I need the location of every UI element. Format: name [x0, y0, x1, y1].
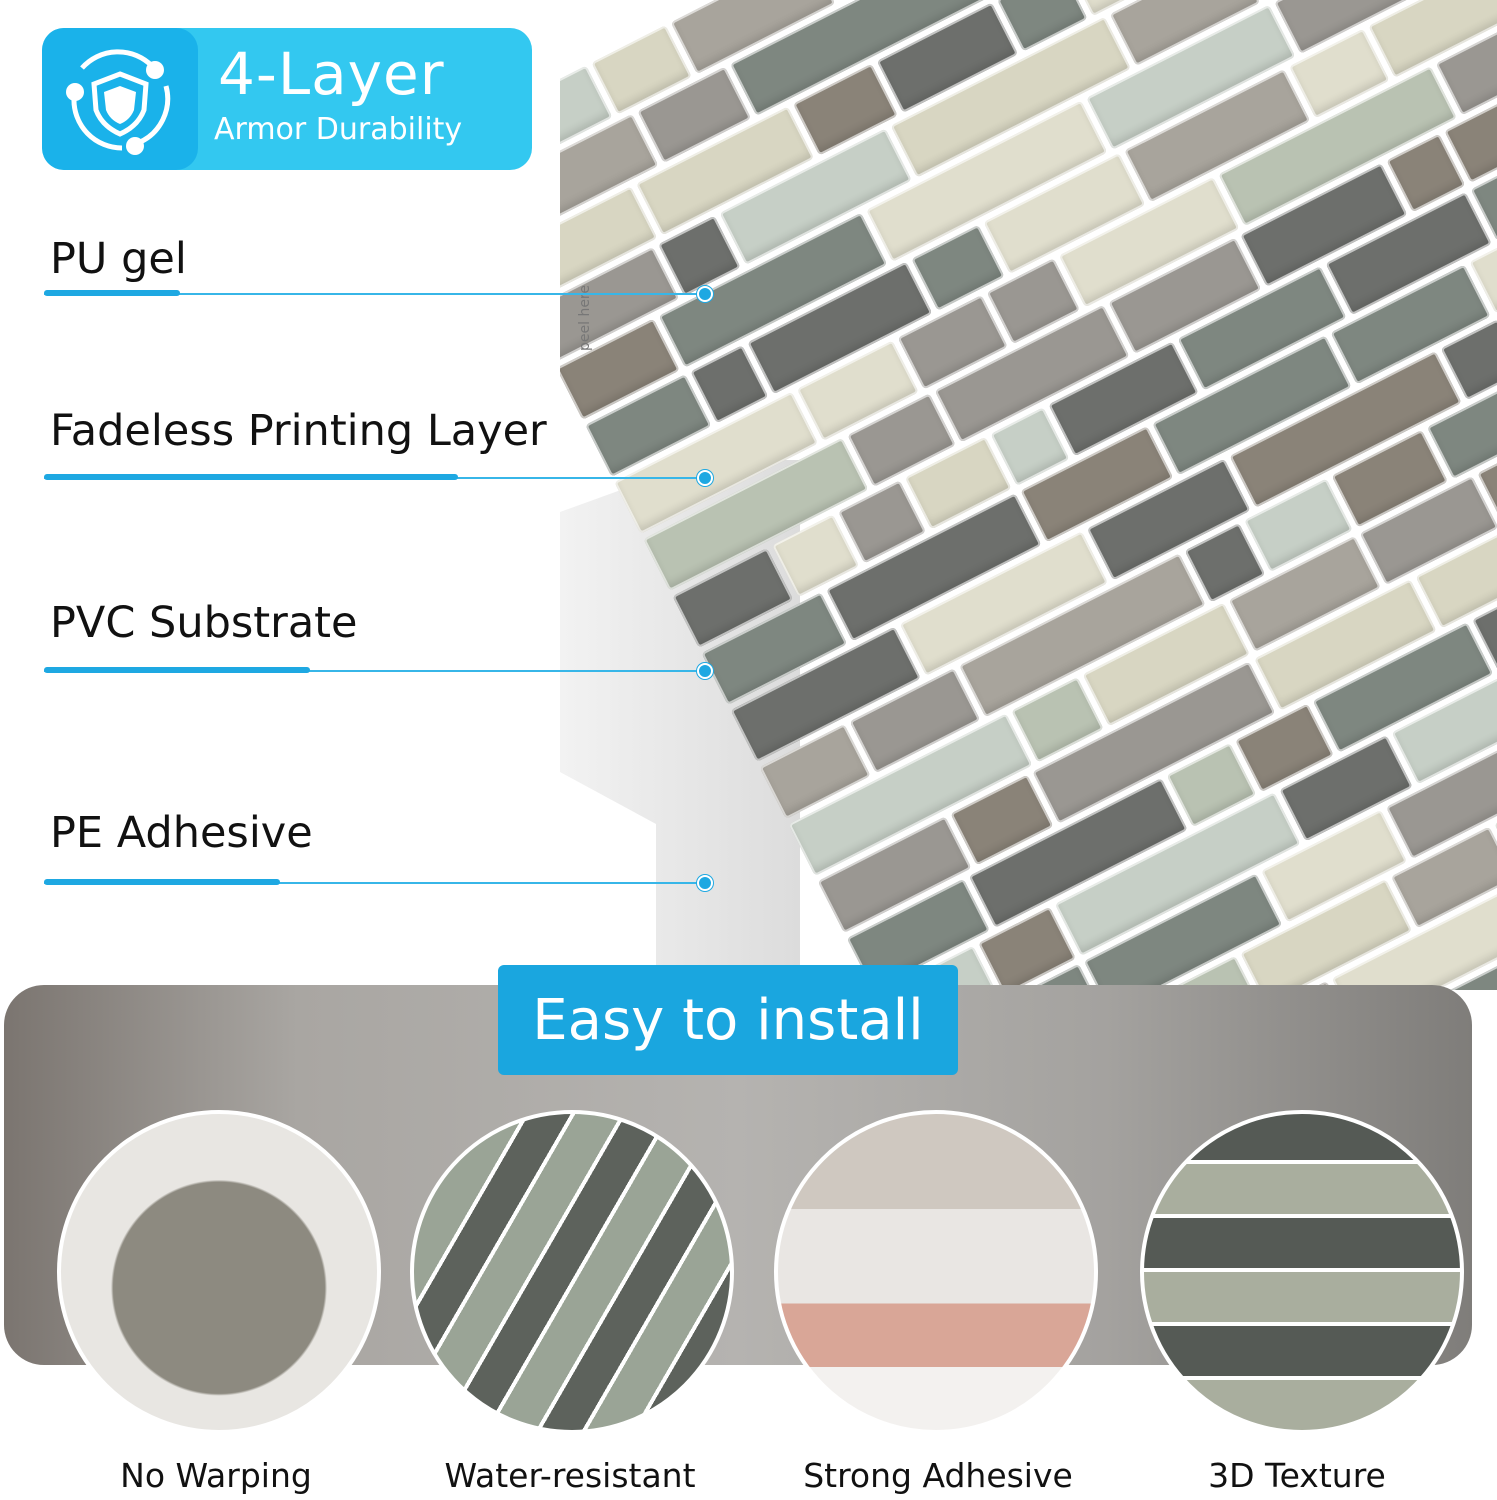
- callout-underline: [44, 474, 458, 480]
- callout-dot: [697, 470, 713, 486]
- callout-dot: [697, 663, 713, 679]
- easy-to-install-banner: Easy to install: [498, 965, 958, 1075]
- badge-title: 4-Layer: [218, 40, 445, 108]
- callout-line: [44, 882, 704, 884]
- feature-image-3d-texture: [1140, 1110, 1464, 1434]
- layer-label-pu-gel: PU gel: [50, 234, 187, 284]
- durability-badge: 4-Layer Armor Durability: [42, 28, 532, 170]
- feature-image-strong-adhesive: [774, 1110, 1098, 1434]
- layer-label-pe-adhesive: PE Adhesive: [50, 808, 313, 858]
- feature-label-no-warping: No Warping: [120, 1456, 312, 1495]
- feature-image-water-resistant: [410, 1110, 734, 1434]
- feature-label-3d-texture: 3D Texture: [1208, 1456, 1386, 1495]
- callout-dot: [697, 875, 713, 891]
- layer-label-pvc: PVC Substrate: [50, 598, 358, 648]
- callout-line: [44, 293, 704, 295]
- badge-subtitle: Armor Durability: [214, 112, 463, 147]
- feature-image-no-warping: [57, 1110, 381, 1434]
- feature-label-water-resistant: Water-resistant: [444, 1456, 696, 1495]
- callout-underline: [44, 667, 310, 673]
- tile-panel-image: [560, 0, 1497, 990]
- layer-label-fadeless: Fadeless Printing Layer: [50, 406, 547, 456]
- feature-label-strong-adhesive: Strong Adhesive: [803, 1456, 1073, 1495]
- callout-underline: [44, 290, 180, 296]
- shield-orbit-icon: [42, 28, 198, 170]
- callout-dot: [697, 286, 713, 302]
- callout-line: [44, 670, 704, 672]
- callout-underline: [44, 879, 280, 885]
